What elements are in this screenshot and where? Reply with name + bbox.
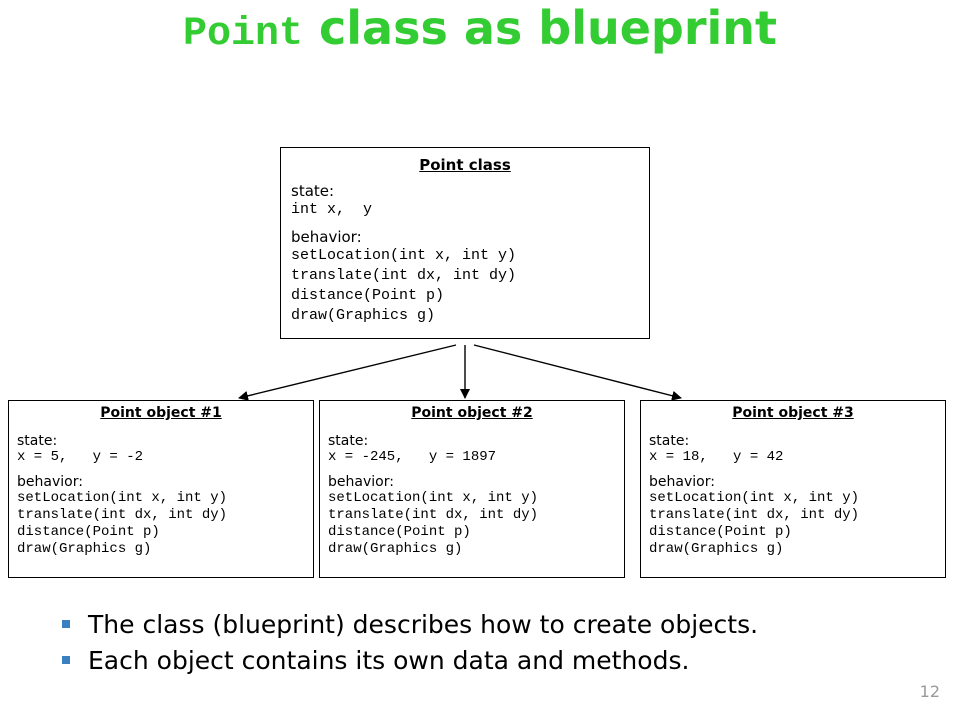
object-state-line: x = 18, y = 42 — [649, 449, 784, 465]
object-state-label: state: — [17, 433, 58, 449]
object-behavior-line: draw(Graphics g) — [328, 541, 463, 557]
object-behavior-line: distance(Point p) — [328, 524, 471, 540]
slide-title: Point class as blueprint — [0, 0, 960, 63]
object-behavior-line: translate(int dx, int dy) — [649, 507, 860, 523]
bullet-item: The class (blueprint) describes how to c… — [58, 607, 758, 643]
arrow-to-object-1 — [238, 344, 457, 401]
page-number: 12 — [919, 682, 940, 701]
point-object-3-box: Point object #3 state: x = 18, y = 42 be… — [640, 400, 946, 578]
arrow-to-object-3 — [473, 344, 682, 401]
bullet-text: The class (blueprint) describes how to c… — [88, 610, 759, 639]
bullet-item: Each object contains its own data and me… — [58, 643, 758, 679]
object-behavior-line: distance(Point p) — [17, 524, 160, 540]
object-behavior-label: behavior: — [328, 474, 394, 490]
class-state-line: int x, y — [291, 201, 373, 218]
object-behavior-line: setLocation(int x, int y) — [17, 490, 228, 506]
object-behavior-line: setLocation(int x, int y) — [649, 490, 860, 506]
object-behavior-line: translate(int dx, int dy) — [328, 507, 539, 523]
point-object-2-box: Point object #2 state: x = -245, y = 189… — [319, 400, 625, 578]
object-heading: Point object #2 — [411, 405, 533, 421]
class-behavior-line: setLocation(int x, int y) — [291, 247, 517, 264]
class-behavior-line: translate(int dx, int dy) — [291, 267, 517, 284]
object-state-label: state: — [649, 433, 690, 449]
square-bullet-icon — [62, 620, 70, 628]
title-text: class as blueprint — [302, 1, 778, 55]
object-heading: Point object #1 — [100, 405, 222, 421]
object-behavior-line: draw(Graphics g) — [649, 541, 784, 557]
class-behavior-line: distance(Point p) — [291, 287, 445, 304]
square-bullet-icon — [62, 656, 70, 664]
point-object-1-box: Point object #1 state: x = 5, y = -2 beh… — [8, 400, 314, 578]
object-behavior-line: setLocation(int x, int y) — [328, 490, 539, 506]
object-state-line: x = -245, y = 1897 — [328, 449, 497, 465]
object-behavior-line: distance(Point p) — [649, 524, 792, 540]
class-state-label: state: — [291, 182, 335, 200]
object-state-line: x = 5, y = -2 — [17, 449, 144, 465]
object-behavior-label: behavior: — [649, 474, 715, 490]
object-behavior-label: behavior: — [17, 474, 83, 490]
class-box-heading: Point class — [419, 156, 511, 174]
point-class-box: Point class state: int x, y behavior: se… — [280, 147, 650, 339]
class-behavior-label: behavior: — [291, 228, 362, 246]
object-behavior-line: translate(int dx, int dy) — [17, 507, 228, 523]
title-code: Point — [182, 12, 303, 57]
bullet-list: The class (blueprint) describes how to c… — [58, 607, 758, 679]
object-behavior-line: draw(Graphics g) — [17, 541, 152, 557]
class-behavior-line: draw(Graphics g) — [291, 307, 436, 324]
bullet-text: Each object contains its own data and me… — [88, 646, 690, 675]
object-heading: Point object #3 — [732, 405, 854, 421]
object-state-label: state: — [328, 433, 369, 449]
